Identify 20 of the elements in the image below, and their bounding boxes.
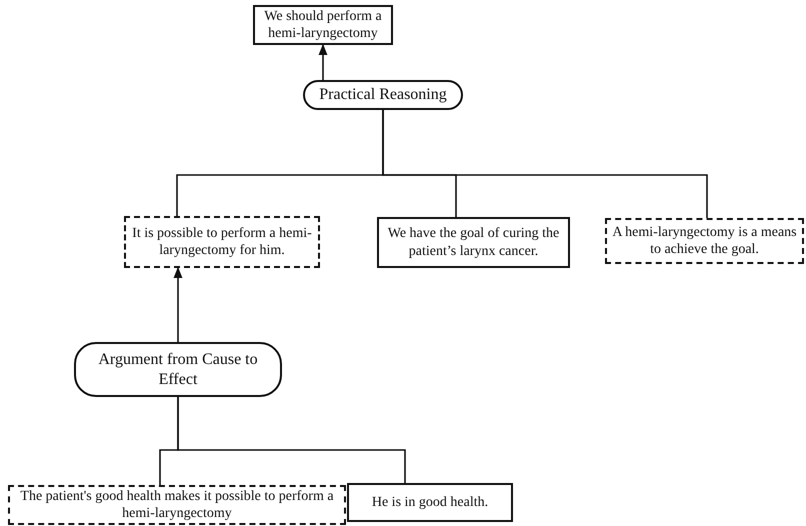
- statement-box: [124, 216, 320, 268]
- arrow: [174, 266, 182, 342]
- node-text: The patient's good health makes it possible to perform a hemi-laryngectomy: [19, 488, 335, 522]
- connector-line: [382, 110, 708, 218]
- node-text: A hemi-laryngectomy is a means to achieve the goal.: [611, 224, 798, 258]
- scheme-pill: [74, 342, 282, 397]
- node-text: We have the goal of curing the patient’s larynx cancer.: [386, 225, 560, 260]
- node-text: Argument from Cause to Effect: [97, 350, 259, 390]
- statement-box: [253, 5, 393, 45]
- node-text: Practical Reasoning: [319, 85, 447, 105]
- scheme-pill: [303, 80, 463, 110]
- node-text: It is possible to perform a hemi-laryngectomy for him.: [131, 224, 313, 260]
- statement-box: [377, 217, 570, 268]
- connector-line: [177, 397, 406, 483]
- node-text: He is in good health.: [372, 494, 488, 512]
- statement-box: [8, 485, 346, 525]
- arrow: [318, 44, 328, 80]
- node-text: We should perform a hemi-laryngectomy: [263, 8, 383, 42]
- statement-box: [605, 218, 804, 264]
- statement-box: [347, 483, 513, 522]
